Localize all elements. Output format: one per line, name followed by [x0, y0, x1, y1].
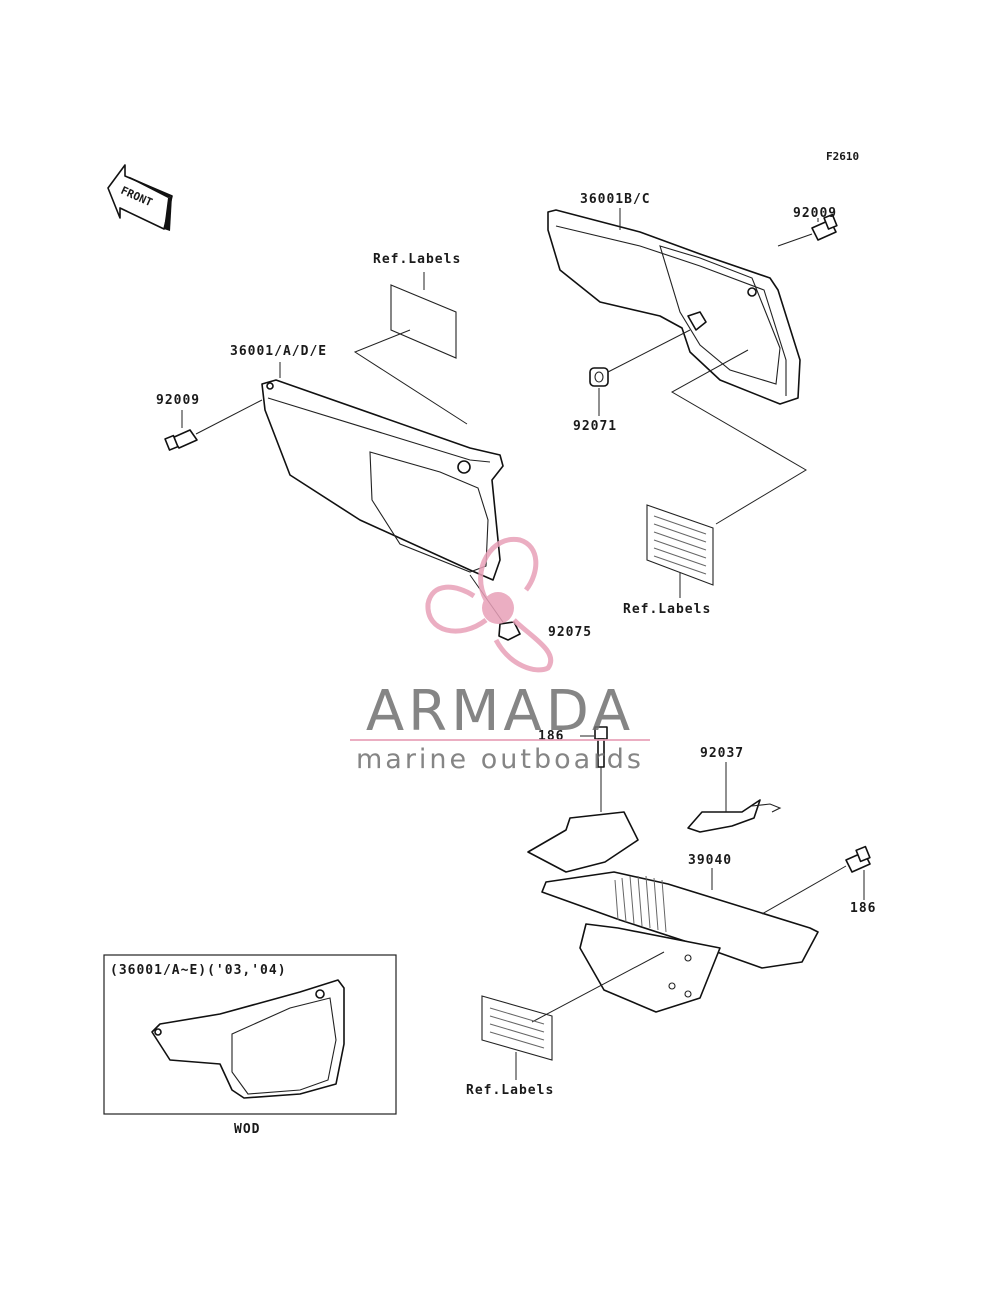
- ref-labels-right-callout: Ref.Labels: [623, 602, 711, 617]
- left-cover-callout: 36001/A/D/E: [230, 344, 327, 359]
- bolt-left-callout: 92009: [156, 393, 200, 408]
- ref-label-top: Ref.Labels: [353, 252, 468, 425]
- bolt-right: 92009: [777, 206, 838, 247]
- figure-code: F2610: [826, 150, 859, 163]
- grommet-callout: 92071: [573, 419, 617, 434]
- guard-callout: 39040: [688, 853, 732, 868]
- grommet: 92071: [573, 329, 691, 434]
- damper-callout: 92075: [548, 625, 592, 640]
- left-side-cover: 36001/A/D/E: [230, 344, 504, 581]
- ref-label-bottom: Ref.Labels: [466, 951, 665, 1098]
- right-side-cover: 36001B/C: [547, 192, 801, 405]
- watermark-tagline: marine outboards: [356, 744, 644, 775]
- inset-box: (36001/A~E)('03,'04) WOD: [103, 954, 397, 1137]
- watermark-brand: ARMADA: [366, 679, 634, 744]
- inset-caption: (36001/A~E)('03,'04): [110, 963, 287, 978]
- ref-labels-bottom-callout: Ref.Labels: [466, 1083, 554, 1098]
- ref-label-right: Ref.Labels: [623, 349, 807, 617]
- ref-labels-top-callout: Ref.Labels: [373, 252, 461, 267]
- bolt-left: 92009: [156, 393, 263, 451]
- clip: 92037: [687, 746, 782, 833]
- clip-callout: 92037: [700, 746, 744, 761]
- right-cover-callout: 36001B/C: [580, 192, 651, 207]
- bolt-right-callout: 92009: [793, 206, 837, 221]
- propeller-icon: [425, 536, 554, 673]
- watermark: ARMADA marine outboards: [350, 536, 650, 775]
- inset-footer: WOD: [234, 1122, 260, 1137]
- bolt-186-right-callout: 186: [850, 901, 876, 916]
- front-arrow-icon: FRONT: [107, 164, 173, 231]
- guard: 39040: [527, 811, 819, 1013]
- bolt-186-right: 186: [761, 845, 876, 916]
